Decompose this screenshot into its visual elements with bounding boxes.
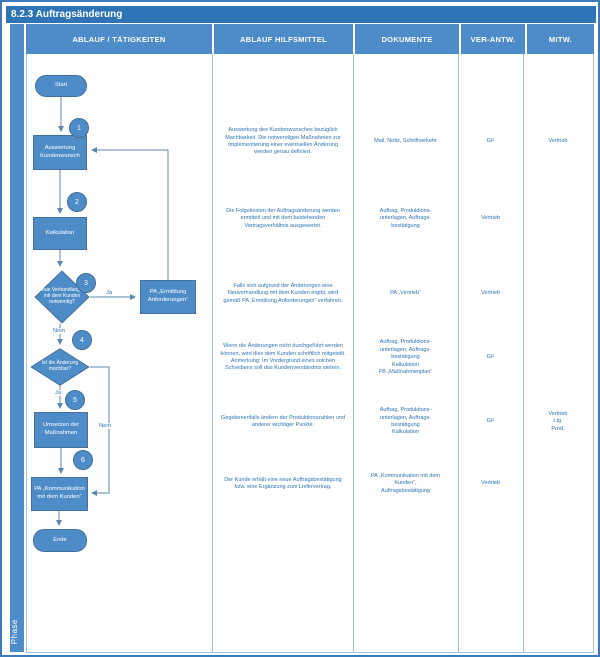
cell-dokumente: PA „Kommunikation mit dem Kunden“, Auftr…	[371, 472, 440, 494]
cell-verantw: Vertrieb	[481, 290, 500, 297]
cell-hilfsmittel: Falls sich aufgrund der Änderungen eine …	[223, 282, 343, 304]
cell-hilfsmittel: Die Folgekosten der Auftragsänderung wer…	[226, 207, 340, 229]
cell-mitw	[523, 324, 593, 392]
flow-start-terminator: Start	[35, 75, 87, 97]
decision-label: Neue Verhandlungen mit dem Kunden notwen…	[38, 287, 86, 305]
cell-dokumente: Auftrag, Produktions- unterlagen, Auftra…	[378, 339, 433, 376]
cell-mitw	[523, 194, 593, 244]
process-row: Auswertung des Kundenwunsches bezüglich …	[213, 110, 593, 174]
table-border-left	[26, 54, 27, 652]
process-row: Gegebenenfalls ändern der Produktionszah…	[213, 398, 593, 446]
process-row: Falls sich aufgrund der Änderungen eine …	[213, 270, 593, 318]
flow-step-kalkulation: Kalkulation	[33, 217, 87, 250]
column-divider	[212, 54, 213, 652]
step-number-badge: 4	[72, 330, 92, 350]
cell-mitw: Vertrieb Ltg. Prod.	[548, 410, 568, 432]
column-divider	[353, 54, 354, 652]
decision-label: Ist die Änderung machbar?	[41, 360, 79, 372]
cell-dokumente: Mail, Notiz, Schriftverkehr	[374, 138, 437, 145]
step-number-badge: 3	[76, 273, 96, 293]
step-number-badge: 6	[73, 450, 93, 470]
cell-hilfsmittel: Gegebenenfalls ändern der Produktionszah…	[220, 414, 346, 428]
column-header-ablauf-hilfsmittel: ABLAUF HILFSMITTEL	[214, 24, 353, 54]
flow-step-pa-ermittlung-anforderungen: PA „Ermittlung Anforderungen“	[140, 280, 196, 314]
cell-hilfsmittel: Der Kunde erhält eine neue Auftragsbestä…	[224, 476, 342, 490]
cell-dokumente: PA „Vertrieb“	[390, 290, 421, 297]
column-header-ver-antw: VER-ANTW.	[461, 24, 525, 54]
flow-step-pa-kommunikation-kunde: PA „Kommunikation mit dem Kunden“	[31, 477, 88, 511]
flow-decision-aenderung-machbar: Ist die Änderung machbar?	[30, 348, 90, 386]
step-number-badge: 2	[67, 192, 87, 212]
process-row: Der Kunde erhält eine neue Auftragsbestä…	[213, 460, 593, 508]
cell-hilfsmittel: Auswertung des Kundenwunsches bezüglich …	[225, 127, 341, 156]
page-title: 8.2.3 Auftragsänderung	[6, 6, 596, 23]
table-header: ABLAUF / TÄTIGKEITEN ABLAUF HILFSMITTEL …	[26, 24, 594, 54]
flow-step-auswertung-kundenwunsch: Auswertung Kundenwunsch	[33, 135, 87, 170]
branch-label-ja: Ja	[54, 390, 63, 396]
branch-label-ja: Ja	[105, 290, 114, 296]
process-row: Die Folgekosten der Auftragsänderung wer…	[213, 194, 593, 244]
branch-label-nein: Nein	[52, 328, 66, 334]
cell-verantw: GF	[486, 354, 495, 361]
cell-verantw: Vertrieb	[481, 480, 500, 487]
step-number-badge: 1	[69, 118, 89, 138]
cell-verantw: Vertrieb	[481, 215, 500, 222]
phase-strip: Phase	[10, 24, 24, 652]
cell-mitw	[523, 270, 593, 318]
cell-hilfsmittel: Wenn die Änderungen nicht durchgeführt w…	[220, 343, 346, 372]
cell-verantw: GF	[486, 138, 495, 145]
step-number-badge: 5	[65, 390, 85, 410]
cell-dokumente: Auftrag, Produktions- unterlagen, Auftra…	[379, 407, 432, 436]
flow-end-terminator: Ende	[33, 529, 87, 552]
table-border-right	[593, 54, 594, 652]
column-header-dokumente: DOKUMENTE	[355, 24, 459, 54]
branch-label-nein: Nein	[98, 423, 112, 429]
column-header-ablauf-taetigkeiten: ABLAUF / TÄTIGKEITEN	[26, 24, 212, 54]
cell-verantw: GF	[486, 418, 495, 425]
column-header-mitw: MITW.	[527, 24, 594, 54]
column-divider	[523, 54, 524, 652]
flow-step-umsetzen-massnahmen: Umsetzen der Maßnahmen	[34, 412, 88, 448]
table-border-bottom	[26, 652, 594, 653]
cell-dokumente: Auftrag, Produktions- unterlagen, Auftra…	[379, 207, 432, 229]
cell-mitw: Vertrieb	[548, 138, 568, 145]
process-row: Wenn die Änderungen nicht durchgeführt w…	[213, 324, 593, 392]
cell-mitw	[523, 460, 593, 508]
phase-label: Phase	[10, 618, 19, 644]
flow-decision-neue-verhandlungen: Neue Verhandlungen mit dem Kunden notwen…	[34, 270, 90, 324]
column-divider	[458, 54, 459, 652]
